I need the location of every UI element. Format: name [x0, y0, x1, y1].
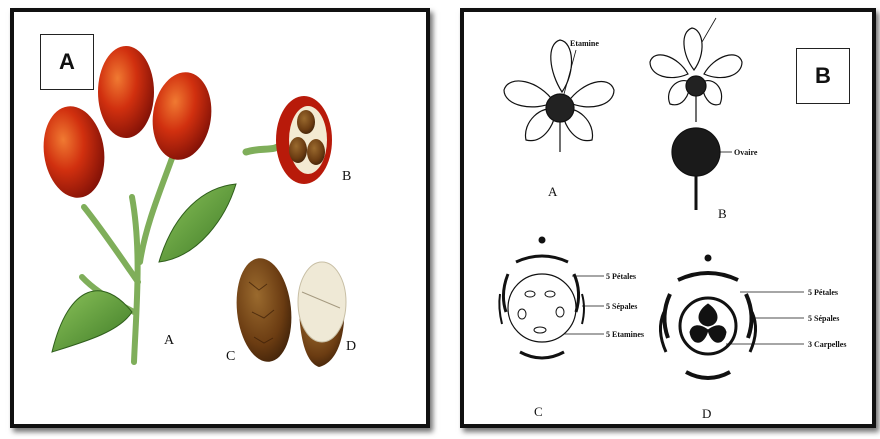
fig-b-label-a: A — [548, 184, 558, 199]
flower-open — [504, 40, 614, 152]
berry-center — [98, 46, 154, 138]
fig-a-label-c: C — [226, 349, 235, 364]
annotation-d-carpelles: 3 Carpelles — [808, 340, 846, 349]
fig-a-label-b: B — [342, 169, 351, 184]
fig-a-label-d: D — [346, 339, 356, 354]
annotation-c-sepales: 5 Sépales — [606, 302, 637, 311]
berry-right — [147, 68, 217, 163]
annotation-c-petales: 5 Pétales — [606, 272, 636, 281]
annotation-d-petales: 5 Pétales — [808, 288, 838, 297]
fig-b-label-d: D — [702, 406, 711, 421]
annotation-ovaire: Ovaire — [734, 148, 758, 157]
leaf-right — [159, 184, 236, 262]
fig-b-label-c: C — [534, 404, 543, 419]
seed-whole — [232, 255, 297, 364]
annotation-d-sepales: 5 Sépales — [808, 314, 839, 323]
fruit-cross-section — [246, 96, 332, 184]
panel-a-drawing: A B C D — [14, 12, 426, 424]
fig-a-label-a: A — [164, 333, 175, 348]
seed-half-section — [298, 262, 346, 367]
flower-with-ovary — [650, 28, 742, 210]
leaf-lower-left — [52, 291, 132, 352]
berry-left — [38, 102, 110, 201]
panel-b-floral-diagrams: B Etamine Ovaire A B — [460, 8, 876, 428]
panel-b-drawing: Etamine Ovaire A B — [464, 12, 872, 424]
annotation-etamine: Etamine — [570, 39, 599, 48]
floral-diagram-d — [660, 255, 755, 378]
panel-a-botanical-illustration: A — [10, 8, 430, 428]
annotation-c-etamines: 5 Etamines — [606, 330, 644, 339]
flower-b-leader — [702, 18, 716, 42]
fig-b-label-b: B — [718, 206, 727, 221]
floral-diagram-c — [499, 237, 584, 358]
